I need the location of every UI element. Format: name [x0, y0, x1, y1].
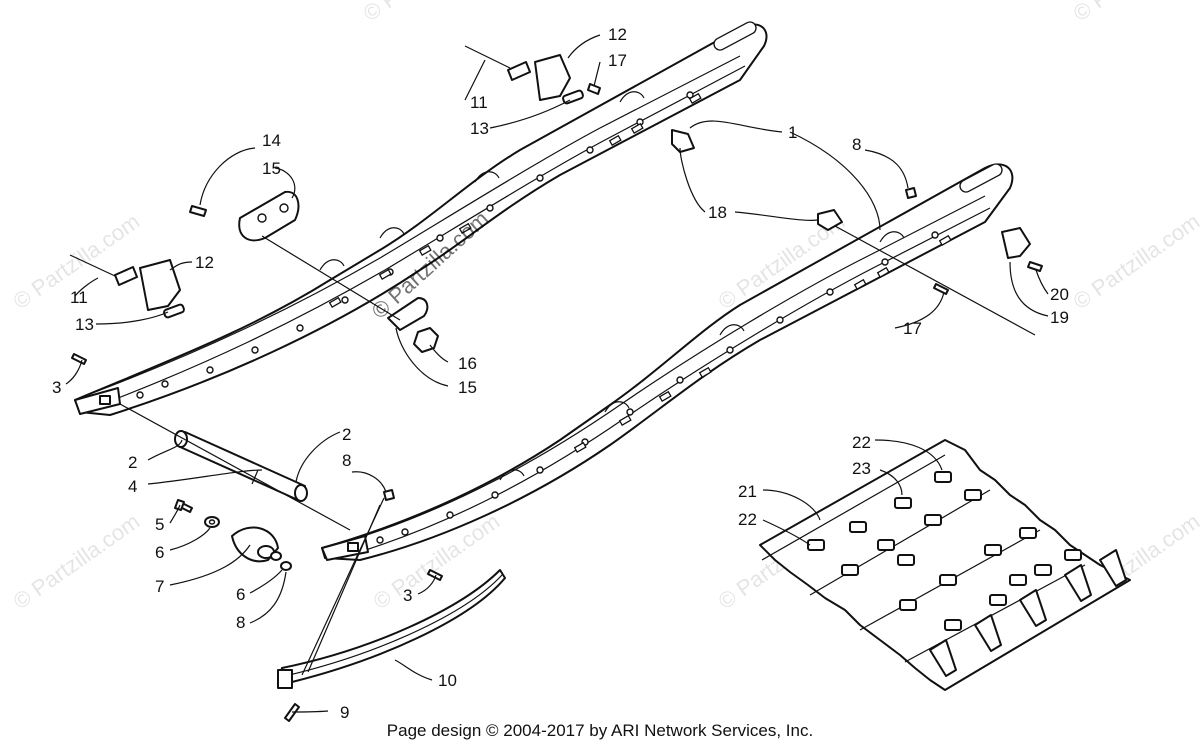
callout-18: 18	[708, 203, 727, 222]
callout-16: 16	[458, 354, 477, 373]
callout-11: 11	[70, 288, 88, 307]
mount-plate	[189, 190, 439, 353]
track-clips	[807, 471, 1082, 631]
track-section	[759, 439, 1131, 691]
callout-6: 6	[155, 543, 164, 562]
callout-22: 22	[738, 510, 757, 529]
callout-23: 23	[852, 459, 871, 478]
callout-17: 17	[903, 319, 922, 338]
callout-19: 19	[1050, 308, 1069, 327]
slide-rail-upper	[74, 21, 768, 416]
callout-15: 15	[262, 159, 281, 178]
callout-5: 5	[155, 515, 164, 534]
callout-12: 12	[195, 253, 214, 272]
callout-2: 2	[342, 425, 351, 444]
slide-rail-lower	[321, 163, 1014, 561]
callout-13: 13	[470, 119, 489, 138]
watermark-tile: © Partzilla.com	[1069, 0, 1200, 26]
callout-1: 1	[788, 123, 797, 142]
axle-shafts	[119, 403, 351, 531]
callout-22: 22	[852, 433, 871, 452]
callout-3: 3	[403, 586, 412, 605]
callout-13: 13	[75, 315, 94, 334]
callout-17: 17	[608, 51, 627, 70]
callout-2: 2	[128, 453, 137, 472]
callouts: 1 2 2 3 3 4 5 6 6 7 8 8 8 9 10 11 11 12 …	[52, 25, 1069, 722]
leader-lines	[65, 34, 1049, 713]
watermark-tile: © Partzilla.com	[1069, 209, 1200, 315]
watermark-tile: © Partzilla.com	[359, 0, 495, 26]
callout-15: 15	[458, 378, 477, 397]
callout-7: 7	[155, 577, 164, 596]
callout-6: 6	[236, 585, 245, 604]
spacers-hardware	[71, 187, 1043, 581]
page-footer: Page design © 2004-2017 by ARI Network S…	[386, 721, 814, 740]
shock-mount-upper	[464, 45, 695, 153]
callout-12: 12	[608, 25, 627, 44]
callout-9: 9	[340, 703, 349, 722]
watermark-tile: © Partzilla.com	[9, 509, 145, 615]
callout-4: 4	[128, 477, 137, 496]
wear-strip	[277, 497, 506, 722]
callout-8: 8	[236, 613, 245, 632]
idler-wheel-hardware	[174, 489, 395, 571]
shock-mount-front	[69, 254, 185, 319]
callout-14: 14	[262, 131, 281, 150]
callout-10: 10	[438, 671, 457, 690]
callout-11: 11	[470, 93, 488, 112]
callout-21: 21	[738, 482, 757, 501]
callout-3: 3	[52, 378, 61, 397]
callout-8: 8	[342, 451, 351, 470]
callout-20: 20	[1050, 285, 1069, 304]
callout-8: 8	[852, 135, 861, 154]
track-teeth	[929, 549, 1127, 677]
